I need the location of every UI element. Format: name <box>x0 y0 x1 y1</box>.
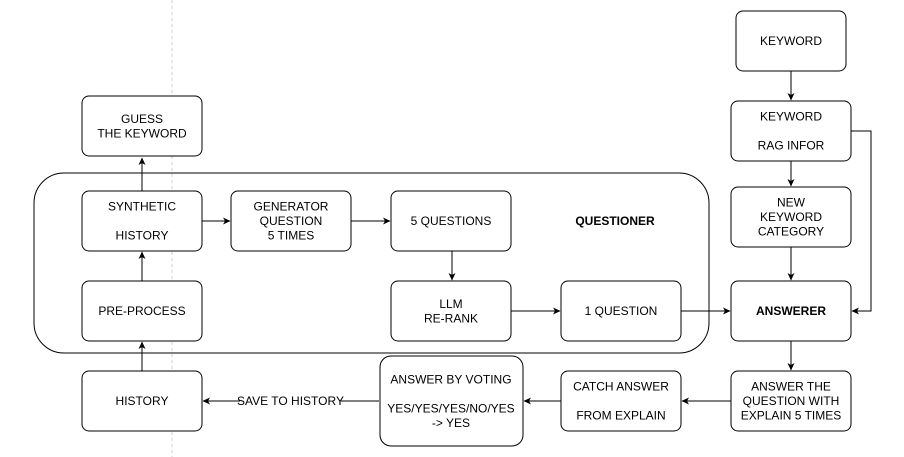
history-node: HISTORY <box>81 370 203 432</box>
catch-answer-node: CATCH ANSWER FROM EXPLAIN <box>560 370 682 432</box>
catch-label-line: FROM EXPLAIN <box>576 409 665 423</box>
llm-label-line: RE-RANK <box>424 311 478 325</box>
explain-label-line: ANSWER THE <box>751 380 831 394</box>
rag-label-line: KEYWORD <box>760 110 822 124</box>
answerer-node: ANSWERER <box>730 280 852 342</box>
answerer-label-line: ANSWERER <box>756 304 826 318</box>
preprocess-node: PRE-PROCESS <box>81 280 203 342</box>
edge-rag-to-answerer <box>851 130 872 315</box>
category-label-line: NEW <box>777 196 806 210</box>
voting-label-line: ANSWER BY VOTING <box>390 372 511 386</box>
synthetic-label-line: HISTORY <box>116 229 169 243</box>
questioner-group <box>33 172 710 354</box>
preprocess-label-line: PRE-PROCESS <box>98 304 185 318</box>
questioner-label-line: QUESTIONER <box>575 214 655 228</box>
rag-label-line: RAG INFOR <box>758 139 825 153</box>
generator-label-line: QUESTION <box>260 214 323 228</box>
llm-label-line: LLM <box>439 297 462 311</box>
synthetic-history-node: SYNTHETIC HISTORY <box>81 190 203 252</box>
explain-label-line: EXPLAIN 5 TIMES <box>741 409 841 423</box>
history-label-line: HISTORY <box>116 394 169 408</box>
guess-label-line: GUESS <box>121 112 163 126</box>
generator-label-line: 5 TIMES <box>268 229 314 243</box>
keyword-label-line: KEYWORD <box>760 34 822 48</box>
questioner-label: QUESTIONER <box>575 214 655 228</box>
generator-label-line: GENERATOR <box>254 200 329 214</box>
voting-label-line: -> YES <box>432 416 470 430</box>
one-question-node: 1 QUESTION <box>560 280 682 342</box>
catch-label-line: CATCH ANSWER <box>573 380 669 394</box>
five_q-label-line: 5 QUESTIONS <box>411 214 492 228</box>
voting-label-line: YES/YES/YES/NO/YES <box>387 401 514 415</box>
save-to-history-label: SAVE TO HISTORY <box>237 394 344 408</box>
keyword-rag-node: KEYWORD RAG INFOR <box>730 100 852 162</box>
category-label-line: CATEGORY <box>758 225 824 239</box>
explain-label-line: QUESTION WITH <box>743 394 840 408</box>
one_q-label-line: 1 QUESTION <box>585 304 658 318</box>
five-questions-node: 5 QUESTIONS <box>390 190 512 252</box>
answer-by-voting-node: ANSWER BY VOTING YES/YES/YES/NO/YES-> YES <box>379 355 524 447</box>
guess-label-line: THE KEYWORD <box>97 126 187 140</box>
synthetic-label-line: SYNTHETIC <box>108 200 176 214</box>
category-label-line: KEYWORD <box>760 210 822 224</box>
keyword-node: KEYWORD <box>735 10 847 72</box>
